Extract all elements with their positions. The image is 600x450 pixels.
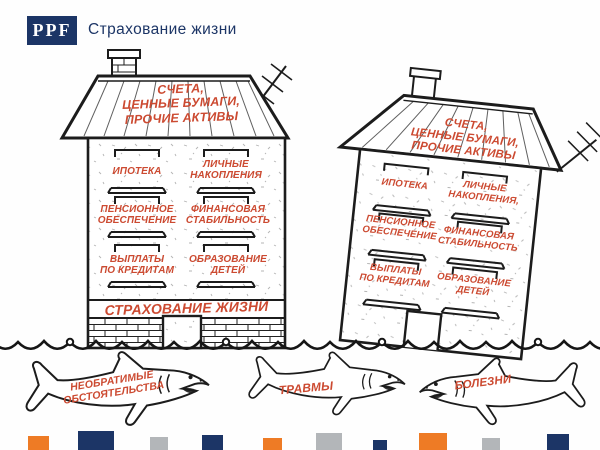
right-window-label-mortgage: ИПОТЕКА bbox=[380, 176, 429, 193]
left-window-label-savings: ЛИЧНЫЕ НАКОПЛЕНИЯ bbox=[190, 159, 262, 182]
stripe-block bbox=[419, 433, 447, 450]
left-house-door bbox=[161, 314, 203, 350]
right-window-label-education: ОБРАЗОВАНИЕ ДЕТЕЙ bbox=[436, 270, 512, 299]
stripe-block bbox=[202, 435, 223, 450]
right-roof-label: СЧЕТА, ЦЕННЫЕ БУМАГИ, ПРОЧИЕ АКТИВЫ bbox=[410, 116, 520, 163]
left-window-label-mortgage: ИПОТЕКА bbox=[112, 166, 162, 177]
footer-stripe bbox=[0, 430, 600, 450]
ppf-logo-text: PPF bbox=[32, 20, 72, 40]
stripe-block bbox=[78, 431, 114, 450]
stripe-block bbox=[547, 434, 569, 450]
stripe-block bbox=[150, 437, 168, 450]
left-window-label-credit: ВЫПЛАТЫ ПО КРЕДИТАМ bbox=[99, 254, 175, 277]
antenna-icon bbox=[556, 122, 600, 173]
right-house-door bbox=[402, 309, 443, 351]
right-house-labels: СЧЕТА, ЦЕННЫЕ БУМАГИ, ПРОЧИЕ АКТИВЫ ИПОТ… bbox=[319, 84, 591, 370]
brand-title: Страхование жизни bbox=[88, 21, 237, 38]
right-window-label-stability: ФИНАНСОВАЯ СТАБИЛЬНОСТЬ bbox=[437, 224, 519, 254]
right-window-label-savings: ЛИЧНЫЕ НАКОПЛЕНИЯ, bbox=[447, 179, 520, 207]
stripe-block bbox=[316, 433, 342, 450]
left-house-art bbox=[59, 49, 293, 350]
stripe-block bbox=[482, 438, 500, 450]
right-house-art bbox=[336, 66, 600, 361]
ppf-logo: PPF bbox=[27, 16, 77, 45]
stripe-block bbox=[263, 438, 282, 450]
left-window-label-pension: ПЕНСИОННОЕ ОБЕСПЕЧЕНИЕ bbox=[97, 204, 177, 227]
stripe-block bbox=[373, 440, 387, 450]
left-window-label-education: ОБРАЗОВАНИЕ ДЕТЕЙ bbox=[189, 254, 267, 277]
left-window-label-stability: ФИНАНСОВАЯ СТАБИЛЬНОСТЬ bbox=[185, 204, 271, 227]
stripe-block bbox=[28, 436, 49, 450]
left-roof-label: СЧЕТА, ЦЕННЫЕ БУМАГИ, ПРОЧИЕ АКТИВЫ bbox=[121, 81, 241, 127]
right-window-label-credit: ВЫПЛАТЫ ПО КРЕДИТАМ bbox=[358, 261, 431, 290]
water-line bbox=[0, 337, 600, 351]
right-window-label-pension: ПЕНСИОННОЕ ОБЕСПЕЧЕНИЕ bbox=[361, 213, 438, 243]
